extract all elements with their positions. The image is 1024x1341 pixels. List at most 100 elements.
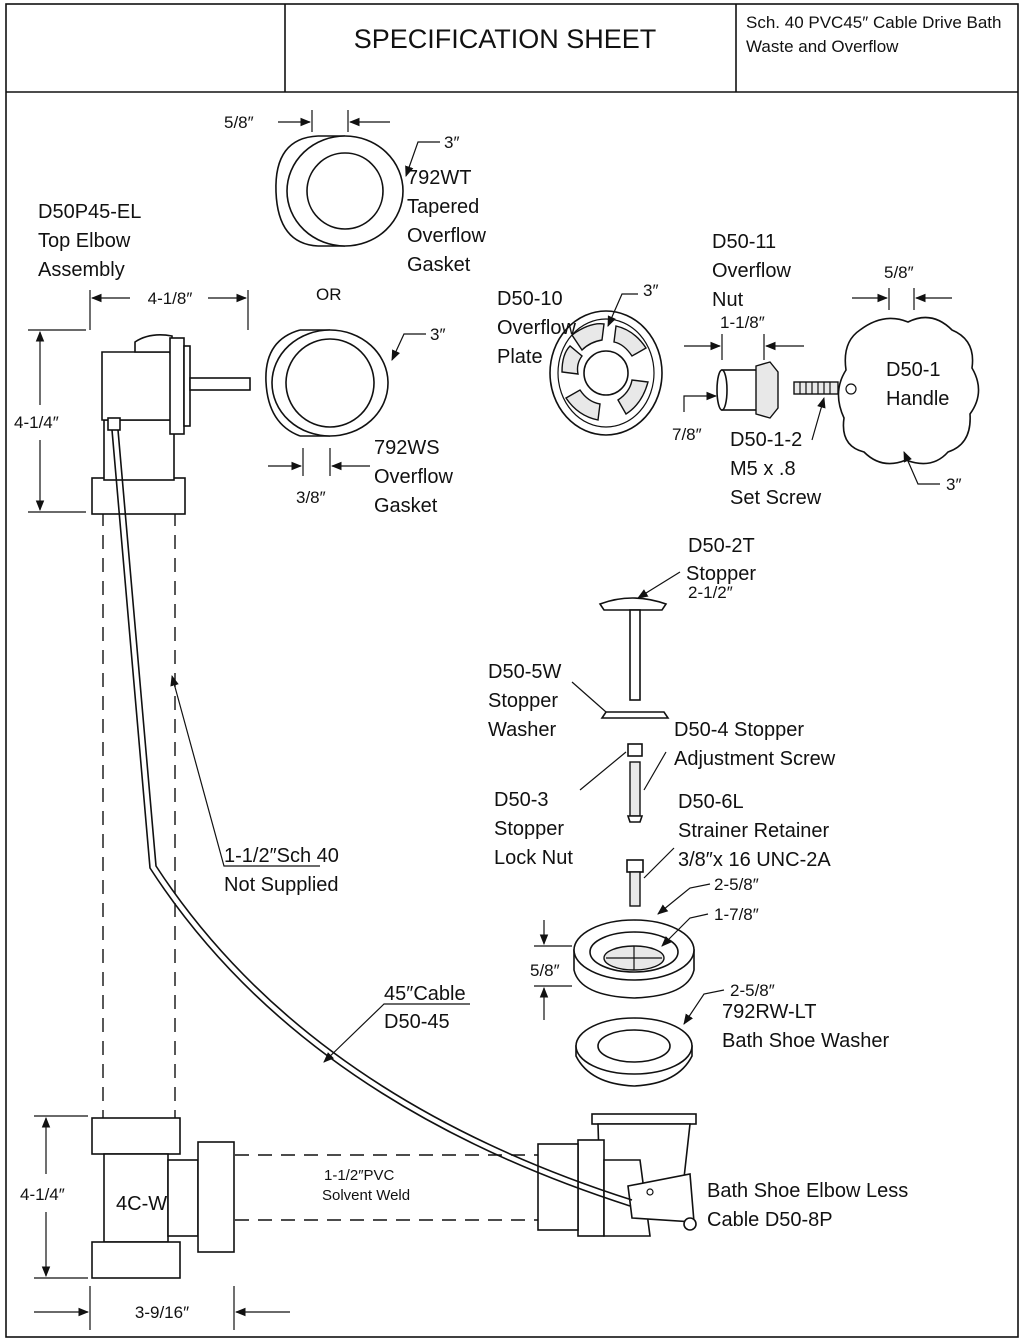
overflow-gasket-dims [268, 333, 426, 476]
strainer-retainer-code: D50-6L [678, 791, 744, 813]
pipe-line1: 1-1/2″Sch 40 [224, 845, 339, 867]
handle-width: 5/8″ [884, 263, 914, 282]
pipe-leader [170, 674, 320, 867]
tee-fitting-drawing [91, 1117, 235, 1279]
shoe-elbow-drawing [537, 1113, 697, 1237]
tee-height: 4-1/4″ [20, 1185, 65, 1204]
strainer-dims [534, 883, 711, 1020]
overflow-plate-name2: Plate [497, 346, 543, 368]
lock-nut-name2: Lock Nut [494, 847, 573, 869]
pvc-note-line2: Solvent Weld [322, 1187, 410, 1204]
set-screw-leader [811, 396, 826, 441]
set-screw-name: Set Screw [730, 487, 822, 509]
pvc-note-line1: 1-1/2″PVC [324, 1167, 395, 1184]
cable-line2: D50-45 [384, 1011, 450, 1033]
shoe-washer-name: Bath Shoe Washer [722, 1030, 889, 1052]
shoe-elbow-line2: Cable D50-8P [707, 1209, 833, 1231]
handle-dims [852, 288, 952, 485]
strainer-retainer-leader [643, 847, 675, 879]
pipe-line2: Not Supplied [224, 874, 339, 896]
overflow-plate-dia-leader [607, 293, 638, 327]
handle-code: D50-1 [886, 359, 940, 381]
top-elbow-drawing [91, 334, 251, 515]
shoe-washer-leader [683, 989, 725, 1025]
top-elbow-height: 4-1/4″ [14, 413, 59, 432]
overflow-nut-dims [683, 334, 804, 412]
tapered-gasket-name1: Tapered [407, 196, 479, 218]
pipe-dashed-outline [102, 512, 540, 1221]
overflow-gasket-diameter: 3″ [430, 325, 445, 344]
overflow-nut-code: D50-11 [712, 231, 776, 253]
drive-cable [111, 429, 633, 1207]
handle-name: Handle [886, 388, 949, 410]
strainer-body-drawing [573, 919, 695, 999]
overflow-plate-drawing [549, 310, 663, 436]
stopper-washer-name1: Stopper [488, 690, 558, 712]
adj-screw-leader [643, 751, 667, 791]
strainer-inner-dia: 1-7/8″ [714, 905, 759, 924]
lock-nut-name1: Stopper [494, 818, 564, 840]
strainer-retainer-name: Strainer Retainer [678, 820, 830, 842]
handle-drawing [837, 316, 980, 465]
stopper-washer-name2: Washer [488, 719, 557, 741]
strainer-retainer-thread: 3/8″x 16 UNC-2A [678, 849, 831, 871]
overflow-plate-code: D50-10 [497, 288, 563, 310]
set-screw-drawing [793, 381, 839, 395]
or-label: OR [316, 285, 342, 304]
tapered-gasket-diameter: 3″ [444, 133, 459, 152]
tapered-gasket-code: 792WT [407, 167, 471, 189]
top-elbow-height-dim [28, 329, 86, 513]
cable-leader [323, 1003, 470, 1063]
overflow-nut-drawing [716, 361, 779, 419]
tee-width: 3-9/16″ [135, 1303, 189, 1322]
cable-line1: 45″Cable [384, 983, 466, 1005]
adj-screw-line2: Adjustment Screw [674, 748, 836, 770]
shoe-washer-diameter: 2-5/8″ [730, 981, 775, 1000]
overflow-nut-name1: Overflow [712, 260, 791, 282]
adj-screw-line1: D50-4 Stopper [674, 719, 804, 741]
strainer-outer-dia: 2-5/8″ [714, 875, 759, 894]
stopper-washer-code: D50-5W [488, 661, 561, 683]
overflow-gasket-thickness: 3/8″ [296, 488, 326, 507]
top-elbow-name2: Assembly [38, 259, 125, 281]
overflow-plate-diameter: 3″ [643, 281, 658, 300]
strainer-retainer-drawing [626, 859, 644, 907]
stopper-leader [637, 571, 681, 599]
handle-set-screw-hole [845, 383, 857, 395]
overflow-nut-length: 1-1/8″ [720, 313, 765, 332]
top-elbow-width: 4-1/8″ [148, 289, 193, 308]
overflow-plate-name1: Overflow [497, 317, 576, 339]
tapered-gasket-dims [278, 110, 440, 178]
stopper-drawing [598, 597, 668, 701]
overflow-gasket-name2: Gasket [374, 495, 438, 517]
tapered-gasket-thickness: 5/8″ [224, 113, 254, 132]
lock-nut-code: D50-3 [494, 789, 548, 811]
tapered-gasket-name2: Overflow [407, 225, 486, 247]
stopper-code: D50-2T [688, 535, 755, 557]
overflow-gasket-code: 792WS [374, 437, 440, 459]
set-screw-code: D50-1-2 [730, 429, 802, 451]
product-name-line1: Sch. 40 PVC45″ Cable Drive Bath [746, 13, 1001, 32]
shoe-elbow-line1: Bath Shoe Elbow Less [707, 1180, 908, 1202]
set-screw-size: M5 x .8 [730, 458, 796, 480]
stopper-diameter: 2-1/2″ [688, 583, 733, 602]
stopper-washer-drawing [600, 711, 670, 719]
overflow-gasket-drawing [265, 329, 389, 437]
stopper-name: Stopper [686, 563, 756, 585]
tee-height-dim [34, 1115, 88, 1279]
adjustment-screw-drawing [626, 743, 644, 823]
product-name-line2: Waste and Overflow [746, 37, 899, 56]
top-elbow-code: D50P45-EL [38, 201, 141, 223]
tee-width-dim [34, 1286, 290, 1330]
lock-nut-leader [579, 751, 627, 791]
sheet-frame [5, 3, 1019, 1338]
top-elbow-width-dim [89, 290, 249, 330]
shoe-washer-drawing [575, 1017, 693, 1087]
top-elbow-name1: Top Elbow [38, 230, 131, 252]
overflow-nut-diameter: 7/8″ [672, 425, 702, 444]
stopper-washer-leader [571, 681, 607, 713]
sheet-title: SPECIFICATION SHEET [354, 24, 657, 54]
tapered-gasket-name3: Gasket [407, 254, 471, 276]
tee-code: 4C-W [116, 1193, 167, 1215]
